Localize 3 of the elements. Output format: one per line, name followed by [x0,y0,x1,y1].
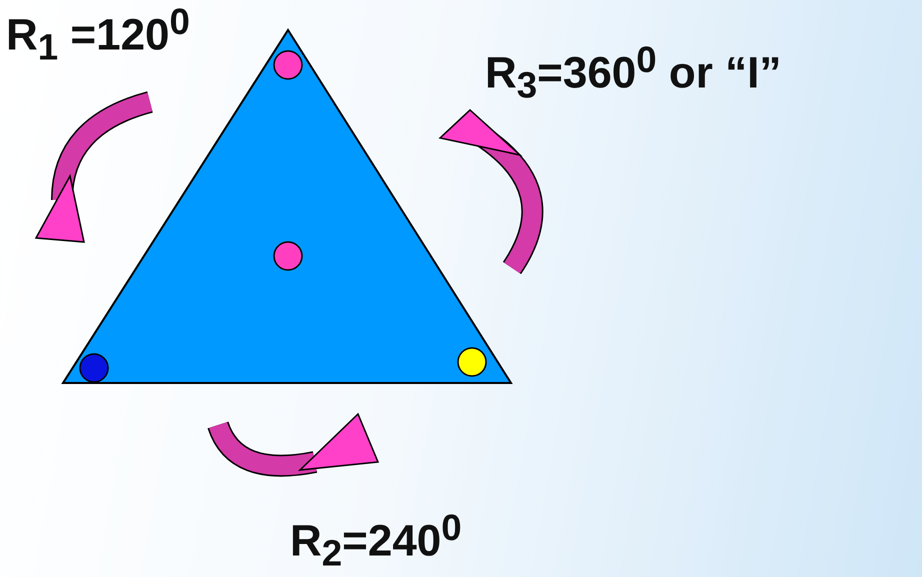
rotation-label: R$_{2}$=240$^{0}$ [290,508,462,574]
rotation-label: R$_{3}$=360$^{0}$ or “I” [485,40,782,106]
rotation-label: R$_{1}$ =120$^{0}$ [6,2,190,68]
